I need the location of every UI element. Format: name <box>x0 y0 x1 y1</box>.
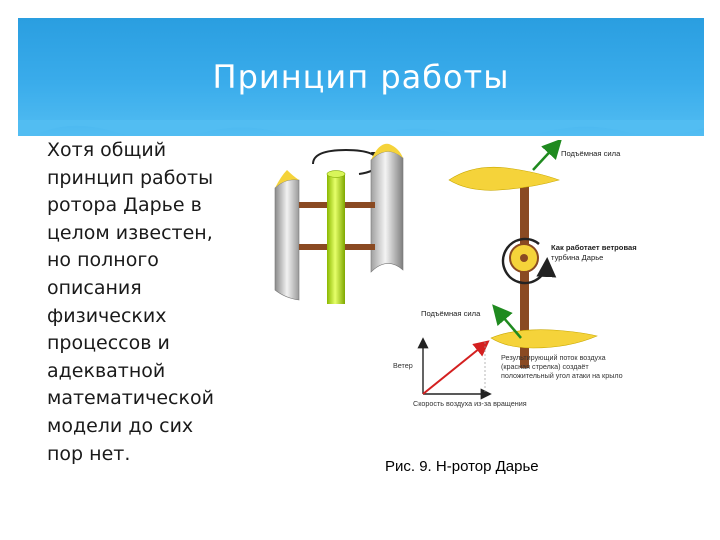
label-result-line2: (красная стрелка) создаёт <box>501 362 589 371</box>
body-line: адекватной <box>47 359 166 382</box>
working-principle-diagram: Подъёмная сила Как работает ветровая тур… <box>393 140 637 408</box>
slide-title: Принцип работы <box>212 58 510 96</box>
body-line: процессов и <box>47 332 170 355</box>
label-how-it-works-line1: Как работает ветровая <box>551 243 637 252</box>
airfoil-top <box>448 166 560 191</box>
rotor-blade-left <box>274 179 300 301</box>
darrieus-rotor-figure: Подъёмная сила Как работает ветровая тур… <box>274 140 637 408</box>
label-lift-bottom: Подъёмная сила <box>421 309 481 318</box>
label-result-line3: положительный угол атаки на крыло <box>501 371 623 380</box>
rotor-pole <box>327 174 345 304</box>
rotation-arrow-icon <box>312 148 387 168</box>
body-line: описания <box>47 276 142 299</box>
body-line: пор нет. <box>47 442 131 465</box>
label-how-it-works-line2: турбина Дарье <box>551 253 603 262</box>
body-line: принцип работы <box>47 166 214 189</box>
hub-rotation-arrow-icon <box>501 237 557 285</box>
label-result-line1: Результирующий поток воздуха <box>501 353 606 362</box>
body-paragraph: Хотя общий принцип работы ротора Дарье в… <box>47 137 247 468</box>
resultant-arrow <box>422 340 490 395</box>
h-rotor-illustration <box>274 143 404 304</box>
label-lift-top: Подъёмная сила <box>561 149 621 158</box>
body-line: Хотя общий <box>47 139 167 161</box>
mast <box>520 178 529 368</box>
body-line: математической <box>47 387 214 410</box>
figure-caption: Рис. 9. Н-ротор Дарье <box>385 458 539 475</box>
body-line: но полного <box>47 249 159 272</box>
body-line: целом известен, <box>47 221 213 244</box>
airfoil-bottom <box>490 329 598 349</box>
body-line: физических <box>47 304 167 327</box>
rotor-blade-right <box>370 151 404 273</box>
slide-header: Принцип работы <box>18 18 704 141</box>
header-splash-decoration <box>18 120 704 141</box>
label-rotation-speed: Скорость воздуха из-за вращения <box>413 399 527 408</box>
body-line: модели до сих <box>47 414 194 437</box>
label-wind: Ветер <box>393 361 413 370</box>
slide-content-area <box>18 136 704 522</box>
lift-arrow-bottom <box>492 304 522 339</box>
lift-arrow-top <box>532 140 563 171</box>
body-line: ротора Дарье в <box>47 194 202 217</box>
